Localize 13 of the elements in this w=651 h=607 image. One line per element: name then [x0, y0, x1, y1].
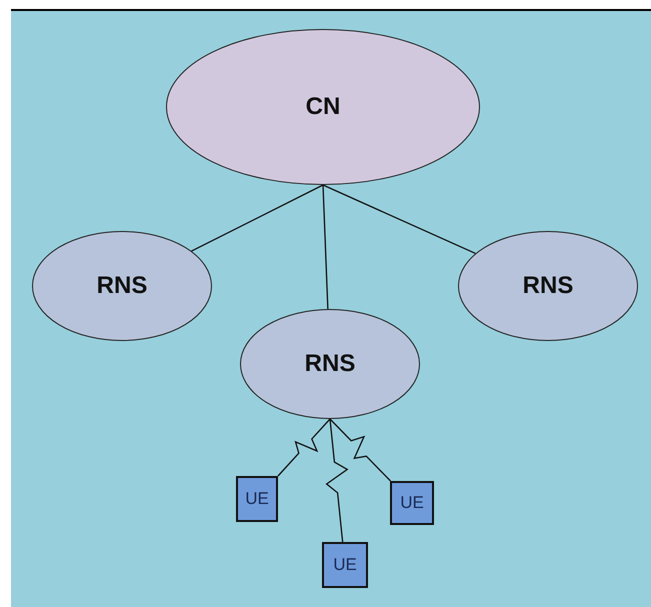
- node-label: UE: [333, 555, 357, 575]
- node-label: CN: [306, 93, 340, 121]
- connector-line: [322, 184, 328, 310]
- node-label: RNS: [522, 272, 574, 300]
- node-label: RNS: [96, 272, 148, 300]
- node-label: UE: [400, 493, 424, 513]
- lightning-link: [278, 418, 330, 476]
- connector-line: [191, 184, 324, 252]
- node-label: RNS: [304, 350, 356, 378]
- connector-line: [322, 184, 476, 254]
- node-label: UE: [245, 489, 269, 509]
- lightning-link: [330, 418, 391, 482]
- lightning-link: [326, 418, 348, 542]
